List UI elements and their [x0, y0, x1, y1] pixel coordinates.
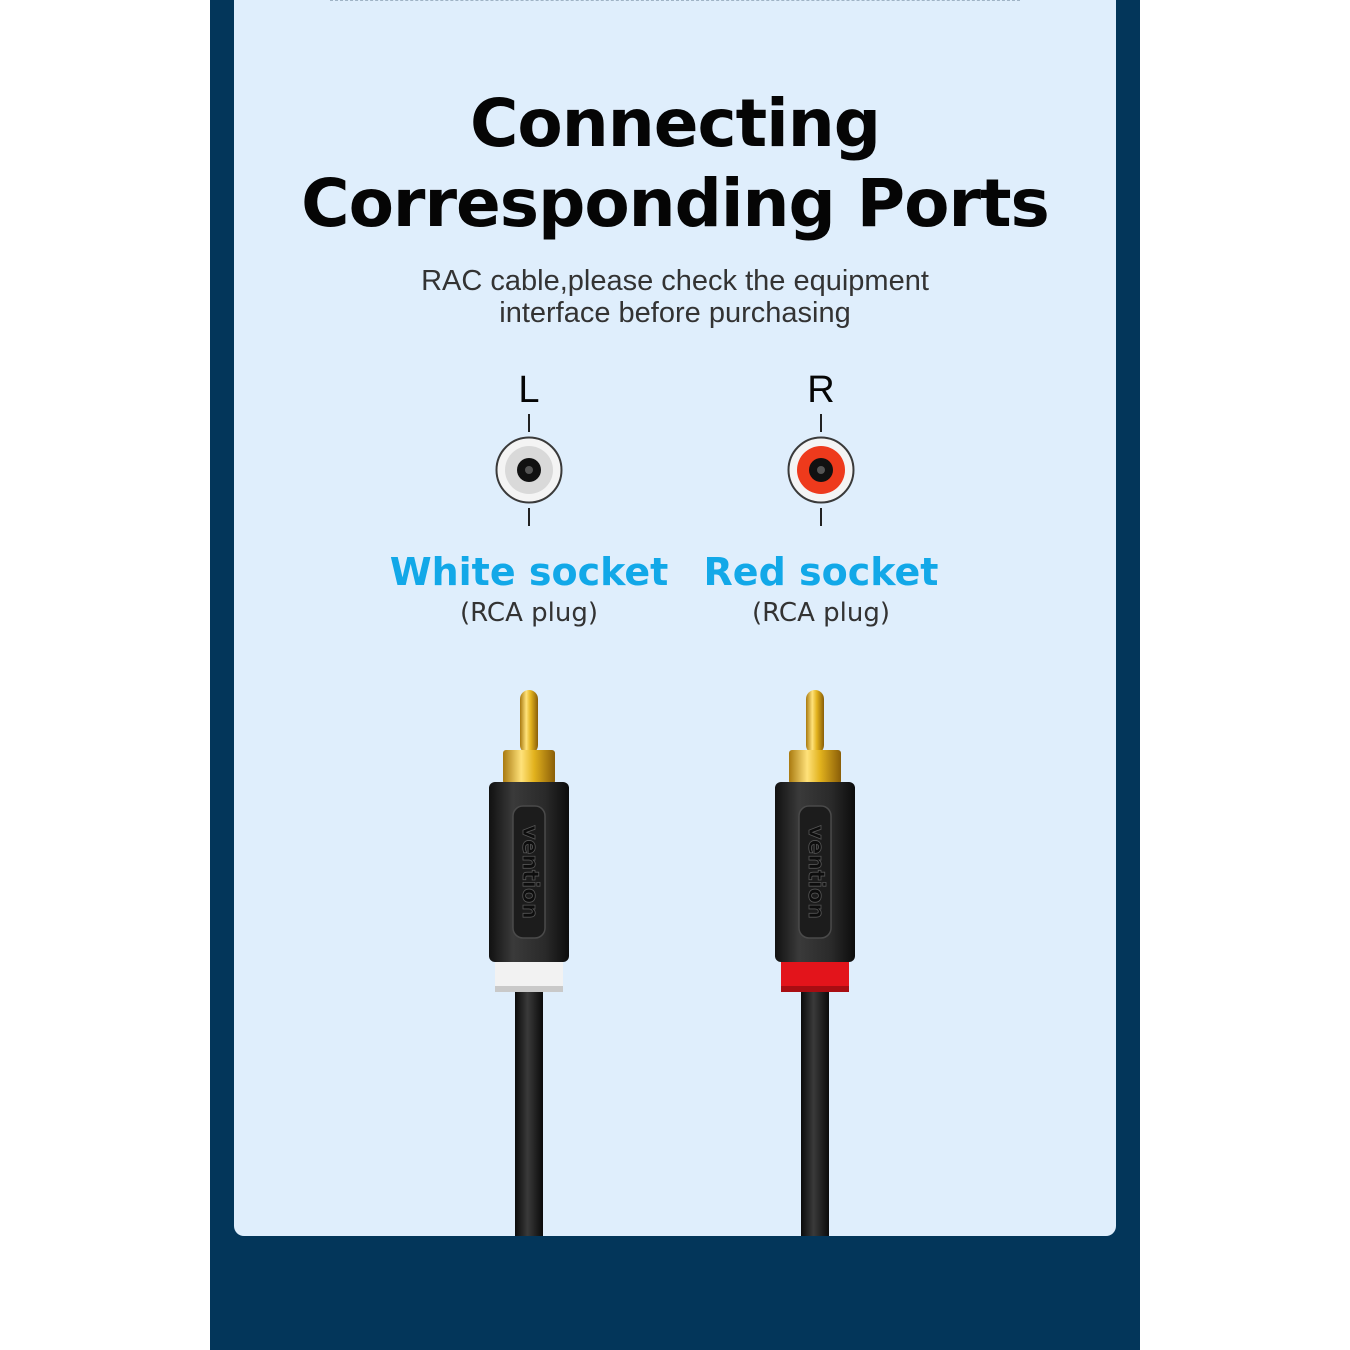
socket-name-right: Red socket [703, 550, 939, 594]
socket-type-left: (RCA plug) [460, 598, 598, 628]
channel-letter-left: L [518, 369, 540, 411]
page-title-line-2: Corresponding Ports [301, 165, 1050, 242]
tick-mark [820, 414, 822, 432]
red-socket-icon [787, 436, 855, 504]
white-socket-icon [495, 436, 563, 504]
tick-mark [528, 414, 530, 432]
channel-letter-right: R [807, 369, 835, 411]
socket-type-right: (RCA plug) [752, 598, 890, 628]
subtitle-line-1: RAC cable,please check the equipment [421, 265, 929, 297]
brand-logo: vention [517, 825, 542, 919]
port-right: R Red socket (RCA plug) [671, 366, 971, 630]
dashed-divider [330, 0, 1020, 1]
page-title-line-1: Connecting [469, 85, 881, 162]
port-left: L White socket (RCA plug) [379, 366, 679, 630]
brand-logo: vention [803, 825, 828, 919]
tick-mark [820, 508, 822, 526]
subtitle-line-2: interface before purchasing [499, 297, 851, 329]
white-rca-plug: vention [459, 688, 599, 1236]
socket-name-left: White socket [389, 550, 669, 594]
tick-mark [528, 508, 530, 526]
content-panel: Connecting Corresponding Ports RAC cable… [234, 0, 1116, 1236]
red-rca-plug: vention [745, 688, 885, 1236]
